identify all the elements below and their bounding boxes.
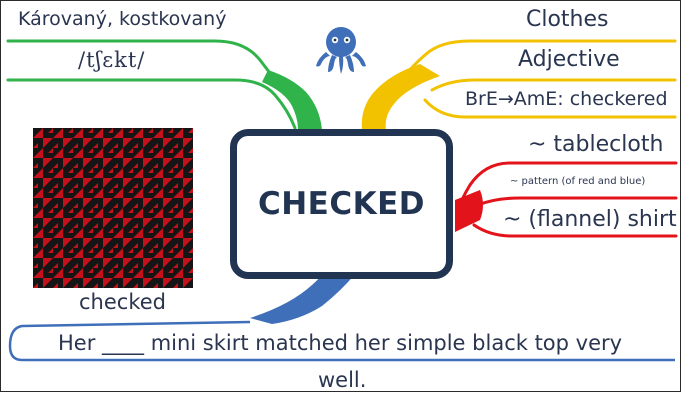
variant-text: BrE→AmE: checkered <box>465 88 668 110</box>
green-branch <box>6 39 304 130</box>
category-text: Clothes <box>526 7 609 32</box>
image-label: checked <box>79 290 166 314</box>
yellow-branch-root <box>361 64 440 130</box>
example-sentence-line-2: well. <box>318 368 367 392</box>
octopus-logo-icon <box>312 24 370 76</box>
blue-branch-root <box>250 268 355 324</box>
central-concept-box: CHECKED <box>230 129 453 279</box>
collocation-shirt: ~ (flannel) shirt <box>503 207 677 232</box>
red-branch-root <box>455 190 483 232</box>
collocation-tablecloth: ~ tablecloth <box>528 132 664 157</box>
houndstooth-pattern-image <box>33 128 193 288</box>
collocation-pattern: ~ pattern (of red and blue) <box>510 176 646 187</box>
green-branch-root <box>262 70 322 130</box>
translation-text: Károvaný, kostkovaný <box>18 8 227 30</box>
part-of-speech-text: Adjective <box>518 47 620 72</box>
blue-branch-line <box>8 320 675 362</box>
central-concept-title: CHECKED <box>257 186 426 222</box>
pronunciation-text: /tʃɛkt/ <box>78 48 146 72</box>
example-sentence-line-1: Her ____ mini skirt matched her simple b… <box>58 331 623 355</box>
